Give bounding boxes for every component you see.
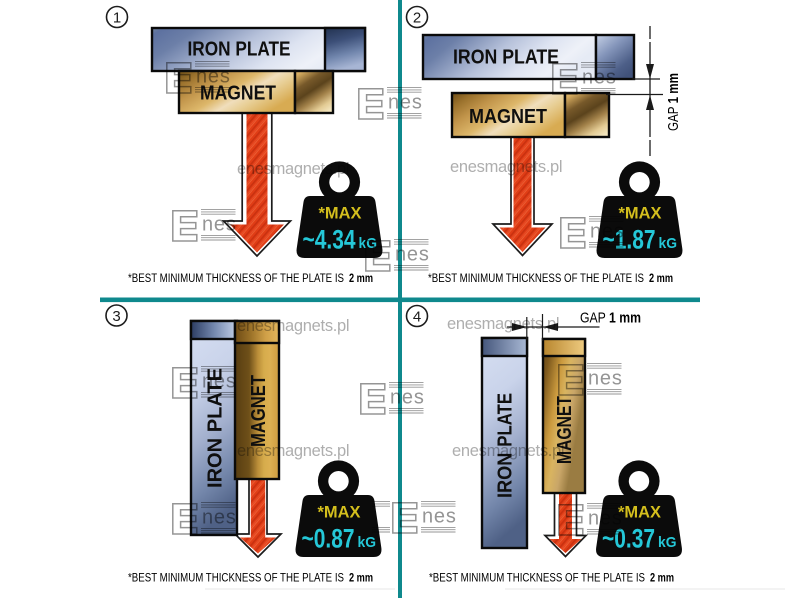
svg-text:*BEST MINIMUM THICKNESS OF THE: *BEST MINIMUM THICKNESS OF THE PLATE IS [128,573,344,585]
svg-text:2: 2 [413,10,421,27]
svg-text:IRON PLATE: IRON PLATE [205,368,227,488]
svg-text:MAGNET: MAGNET [200,83,276,105]
svg-text:IRON PLATE: IRON PLATE [188,39,291,61]
svg-text:kG: kG [359,235,378,252]
svg-text:kG: kG [659,235,678,252]
svg-text:~0.87: ~0.87 [302,524,355,554]
svg-text:~4.34: ~4.34 [303,225,356,255]
svg-text:kG: kG [658,534,677,551]
svg-text:enesmagnets.pl: enesmagnets.pl [452,442,564,460]
svg-text:enesmagnets.pl: enesmagnets.pl [237,160,349,178]
svg-text:GAP 1 mm: GAP 1 mm [580,311,641,327]
svg-text:2 mm: 2 mm [349,573,373,585]
svg-text:2 mm: 2 mm [650,573,674,585]
svg-text:enesmagnets.pl: enesmagnets.pl [237,317,349,335]
svg-text:1: 1 [113,10,121,27]
svg-text:3: 3 [112,308,120,325]
svg-text:2 mm: 2 mm [649,273,673,285]
svg-text:kG: kG [358,534,377,551]
svg-text:MAGNET: MAGNET [248,375,270,447]
svg-text:*BEST MINIMUM THICKNESS OF THE: *BEST MINIMUM THICKNESS OF THE PLATE IS [428,273,644,285]
svg-text:*BEST MINIMUM THICKNESS OF THE: *BEST MINIMUM THICKNESS OF THE PLATE IS [128,273,344,285]
svg-text:IRON PLATE: IRON PLATE [453,47,559,69]
svg-text:enesmagnets.pl: enesmagnets.pl [237,442,349,460]
svg-text:*MAX: *MAX [619,204,663,223]
svg-text:IRON: IRON [495,453,517,498]
svg-text:4: 4 [413,309,421,326]
svg-text:GAP 1 mm: GAP 1 mm [666,73,682,131]
svg-text:*MAX: *MAX [618,503,662,522]
svg-text:enesmagnets.pl: enesmagnets.pl [447,315,559,333]
svg-text:MAGNET: MAGNET [469,106,547,128]
svg-text:*MAX: *MAX [319,204,363,223]
svg-text:MAGNET: MAGNET [554,396,576,464]
svg-text:*MAX: *MAX [318,503,362,522]
svg-text:2 mm: 2 mm [349,273,373,285]
svg-text:*BEST MINIMUM THICKNESS OF THE: *BEST MINIMUM THICKNESS OF THE PLATE IS [429,573,645,585]
svg-text:enesmagnets.pl: enesmagnets.pl [450,158,562,176]
svg-text:PLATE: PLATE [495,393,517,447]
